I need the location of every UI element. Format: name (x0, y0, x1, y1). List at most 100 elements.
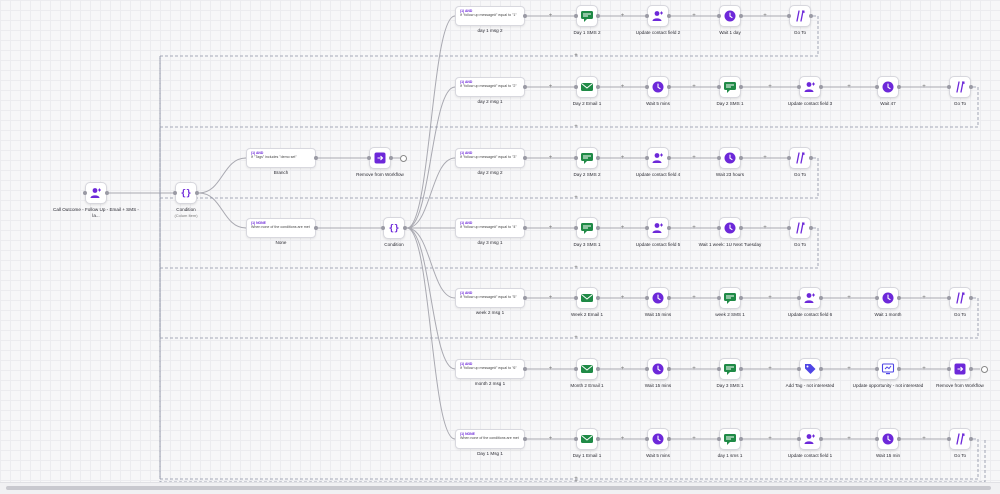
step-node[interactable] (574, 358, 600, 380)
output-port[interactable] (819, 367, 823, 371)
step-node[interactable] (717, 358, 743, 380)
output-port[interactable] (969, 367, 973, 371)
add-step-button[interactable]: + (847, 436, 851, 442)
input-port[interactable] (574, 437, 578, 441)
input-port[interactable] (797, 85, 801, 89)
add-step-button[interactable]: + (692, 366, 696, 372)
add-step-button[interactable]: + (574, 124, 578, 130)
input-port[interactable] (645, 14, 649, 18)
step-node[interactable] (797, 76, 823, 98)
trigger-node[interactable] (83, 182, 109, 204)
add-step-button[interactable]: + (763, 155, 767, 161)
add-step-button[interactable]: + (548, 84, 553, 90)
add-step-button[interactable]: + (548, 225, 553, 231)
add-step-button[interactable]: + (768, 295, 772, 301)
add-step-button[interactable]: + (763, 225, 767, 231)
step-node[interactable] (787, 5, 813, 27)
add-step-button[interactable]: + (620, 436, 625, 442)
input-port[interactable] (574, 85, 578, 89)
add-step-button[interactable]: + (548, 366, 553, 372)
add-step-button[interactable]: + (922, 436, 926, 442)
add-step-button[interactable]: + (620, 366, 625, 372)
input-port[interactable] (645, 296, 649, 300)
step-node[interactable] (645, 287, 671, 309)
step-node[interactable] (875, 428, 901, 450)
output-port[interactable] (667, 367, 671, 371)
add-step-button[interactable]: + (574, 476, 578, 482)
input-port[interactable] (787, 156, 791, 160)
add-step-button[interactable]: + (620, 225, 625, 231)
output-port[interactable] (596, 226, 600, 230)
step-node[interactable] (574, 217, 600, 239)
step-node[interactable] (947, 428, 973, 450)
add-step-button[interactable]: + (548, 436, 553, 442)
step-node[interactable] (645, 358, 671, 380)
input-port[interactable] (717, 226, 721, 230)
output-port[interactable] (809, 14, 813, 18)
input-port[interactable] (645, 367, 649, 371)
output-port[interactable] (523, 85, 527, 89)
step-node[interactable] (875, 287, 901, 309)
step-node[interactable] (645, 428, 671, 450)
input-port[interactable] (797, 367, 801, 371)
add-step-button[interactable]: + (847, 366, 851, 372)
output-port[interactable] (897, 367, 901, 371)
add-step-button[interactable]: + (548, 155, 553, 161)
output-port[interactable] (897, 296, 901, 300)
step-node[interactable] (574, 76, 600, 98)
output-port[interactable] (389, 156, 393, 160)
output-port[interactable] (596, 437, 600, 441)
step-node[interactable] (645, 147, 671, 169)
step-node[interactable] (574, 5, 600, 27)
add-step-button[interactable]: + (620, 13, 625, 19)
output-port[interactable] (969, 437, 973, 441)
step-node[interactable] (797, 428, 823, 450)
output-port[interactable] (897, 437, 901, 441)
output-port[interactable] (667, 437, 671, 441)
input-port[interactable] (875, 437, 879, 441)
add-step-button[interactable]: + (768, 436, 772, 442)
output-port[interactable] (667, 14, 671, 18)
add-step-button[interactable]: + (847, 295, 851, 301)
output-port[interactable] (523, 437, 527, 441)
output-port[interactable] (819, 296, 823, 300)
input-port[interactable] (787, 226, 791, 230)
add-step-button[interactable]: + (574, 265, 578, 271)
output-port[interactable] (739, 437, 743, 441)
step-node[interactable] (645, 76, 671, 98)
input-port[interactable] (717, 437, 721, 441)
add-step-button[interactable]: + (692, 155, 696, 161)
horizontal-scrollbar-thumb[interactable] (6, 486, 991, 490)
output-port[interactable] (523, 296, 527, 300)
end-node[interactable] (399, 154, 407, 162)
add-step-button[interactable]: + (692, 13, 696, 19)
add-step-button[interactable]: + (574, 335, 578, 341)
add-step-button[interactable]: + (847, 84, 851, 90)
input-port[interactable] (645, 156, 649, 160)
input-port[interactable] (645, 437, 649, 441)
output-port[interactable] (739, 226, 743, 230)
add-step-button[interactable]: + (922, 84, 926, 90)
add-step-button[interactable]: + (692, 295, 696, 301)
input-port[interactable] (717, 85, 721, 89)
output-port[interactable] (739, 14, 743, 18)
add-step-button[interactable]: + (922, 295, 926, 301)
input-port[interactable] (875, 296, 879, 300)
step-node[interactable] (717, 217, 743, 239)
step-node[interactable] (875, 358, 901, 380)
input-port[interactable] (173, 191, 177, 195)
output-port[interactable] (596, 14, 600, 18)
condition-node-1[interactable]: {} (173, 182, 199, 204)
input-port[interactable] (574, 367, 578, 371)
input-port[interactable] (574, 156, 578, 160)
input-port[interactable] (574, 226, 578, 230)
output-port[interactable] (596, 85, 600, 89)
output-port[interactable] (523, 226, 527, 230)
output-port[interactable] (667, 296, 671, 300)
step-node[interactable] (797, 358, 823, 380)
input-port[interactable] (645, 226, 649, 230)
remove-from-workflow-node[interactable] (367, 147, 393, 169)
